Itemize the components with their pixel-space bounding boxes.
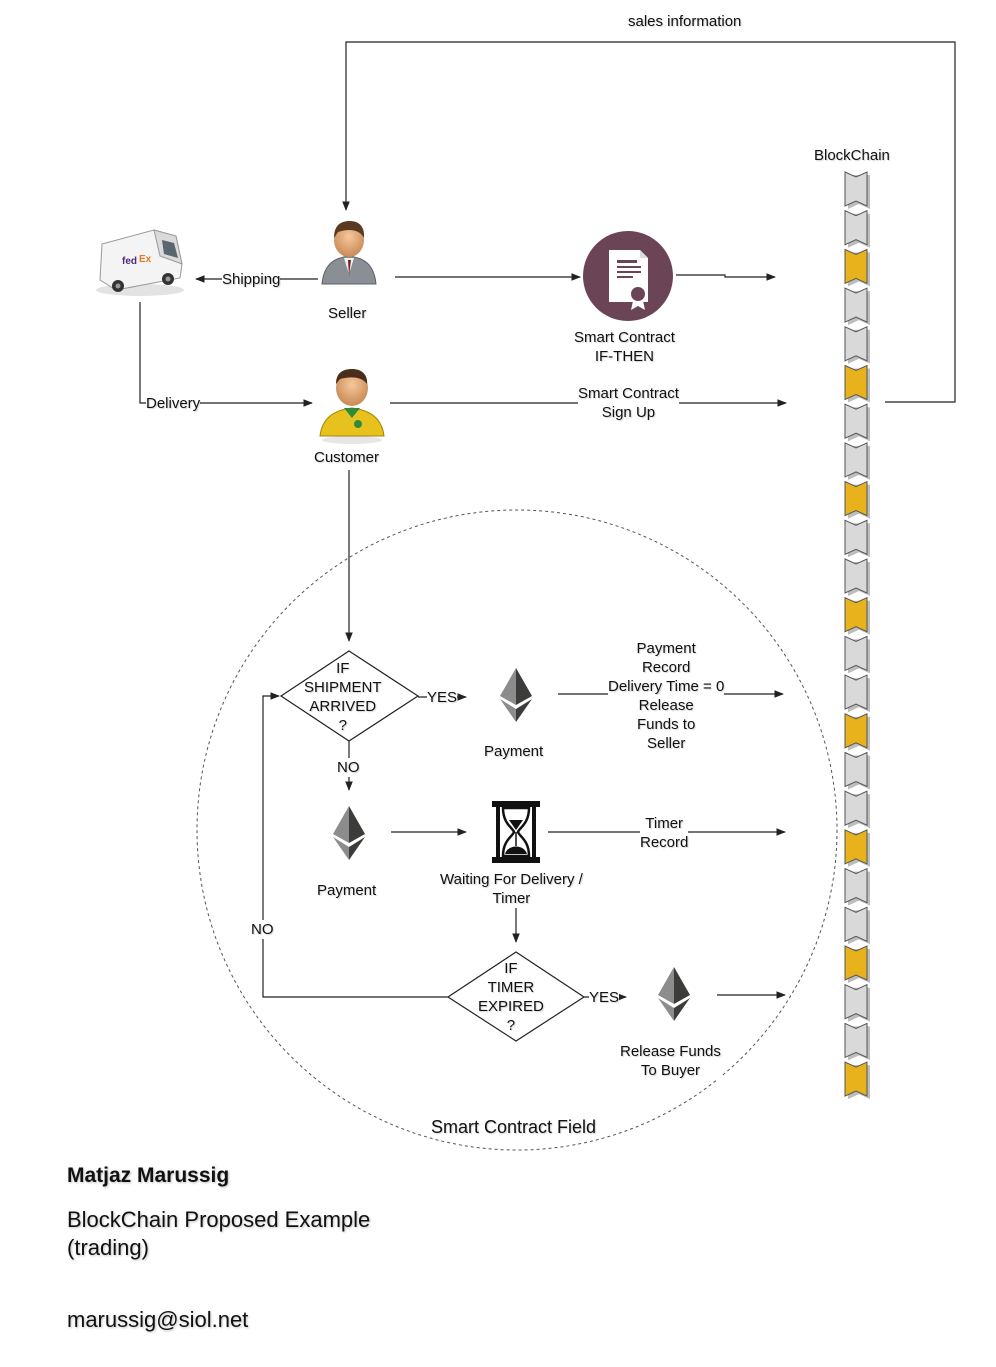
label-line: Payment bbox=[636, 640, 696, 657]
timer-expired-diamond bbox=[446, 951, 586, 1042]
blockchain-block bbox=[844, 1022, 870, 1061]
svg-text:fed: fed bbox=[122, 256, 137, 267]
blockchain-block bbox=[844, 829, 870, 867]
blockchain-block bbox=[844, 248, 870, 287]
payment-record-label: Payment Record Delivery Time = 0 Release… bbox=[608, 639, 725, 753]
label-line: Smart Contract bbox=[574, 329, 675, 346]
label-line: Record bbox=[640, 834, 689, 851]
blockchain-block bbox=[844, 364, 870, 403]
label-line: IF bbox=[336, 660, 350, 677]
blockchain-block bbox=[844, 790, 870, 829]
blockchain-block bbox=[844, 171, 870, 209]
customer-person-icon bbox=[319, 369, 385, 444]
customer-label: Customer bbox=[314, 448, 380, 467]
no-label-2: NO bbox=[251, 920, 274, 939]
contract-certificate-icon bbox=[583, 231, 673, 321]
blockchain-block bbox=[844, 287, 870, 326]
no-label-1: NO bbox=[337, 758, 360, 777]
ethereum-icon bbox=[333, 806, 365, 860]
blockchain-block bbox=[844, 519, 870, 558]
blockchain-block bbox=[844, 442, 870, 480]
blockchain-block bbox=[844, 674, 870, 713]
author-name: Matjaz Marussig bbox=[67, 1164, 230, 1187]
label-line: IF bbox=[504, 960, 518, 977]
blockchain-block bbox=[844, 867, 870, 906]
diagram-subtitle: (trading) bbox=[67, 1235, 149, 1260]
ethereum-icon bbox=[500, 668, 532, 722]
smart-contract-ifthen-label: Smart Contract IF-THEN bbox=[574, 328, 675, 366]
delivery-arrow bbox=[139, 302, 313, 407]
blockchain-column bbox=[844, 171, 870, 1100]
label-line: SHIPMENT bbox=[304, 679, 382, 696]
blockchain-block bbox=[844, 326, 870, 364]
blockchain-block bbox=[844, 751, 870, 790]
email-address: marussig@siol.net bbox=[67, 1307, 249, 1332]
yes-label-2: YES bbox=[589, 988, 620, 1007]
label-line: EXPIRED bbox=[478, 998, 544, 1015]
label-line: Release bbox=[638, 697, 694, 714]
blockchain-block bbox=[844, 403, 870, 442]
waiting-label: Waiting For Delivery / Timer bbox=[440, 870, 583, 908]
label-line: To Buyer bbox=[640, 1062, 701, 1079]
smart-contract-signup-label: Smart Contract Sign Up bbox=[578, 384, 679, 422]
label-line: Delivery Time = 0 bbox=[608, 678, 725, 695]
contract-blockchain-arrow bbox=[676, 273, 776, 281]
payment-label-2: Payment bbox=[317, 881, 377, 900]
label-line: ARRIVED bbox=[309, 698, 377, 715]
release-funds-label: Release Funds To Buyer bbox=[620, 1042, 721, 1080]
label-line: Seller bbox=[646, 735, 686, 752]
blockchain-block bbox=[844, 209, 870, 248]
payment-label-1: Payment bbox=[484, 742, 544, 761]
label-line: Sign Up bbox=[601, 404, 656, 421]
label-line: ? bbox=[506, 1017, 516, 1034]
smart-contract-field-boundary bbox=[196, 509, 838, 1151]
shipment-arrived-label: IF SHIPMENT ARRIVED ? bbox=[304, 659, 382, 735]
blockchain-title: BlockChain bbox=[814, 146, 890, 165]
seller-label: Seller bbox=[328, 304, 367, 323]
label-line: TIMER bbox=[487, 979, 535, 996]
svg-text:Ex: Ex bbox=[139, 254, 152, 265]
blockchain-block bbox=[844, 906, 870, 945]
label-line: IF-THEN bbox=[594, 348, 655, 365]
blockchain-block bbox=[844, 596, 870, 635]
label-line: Funds to bbox=[636, 716, 696, 733]
sales-information-label: sales information bbox=[628, 13, 742, 30]
smart-contract-field-label: Smart Contract Field bbox=[431, 1117, 597, 1137]
label-line: Timer bbox=[645, 815, 684, 832]
label-line: Smart Contract bbox=[578, 385, 679, 402]
blockchain-block bbox=[844, 713, 870, 751]
blockchain-block bbox=[844, 635, 870, 674]
hourglass-icon bbox=[492, 801, 540, 863]
diagram-title: BlockChain Proposed Example bbox=[67, 1207, 371, 1232]
ethereum-icon bbox=[658, 967, 690, 1021]
yes-label-1: YES bbox=[427, 688, 458, 707]
blockchain-block bbox=[844, 558, 870, 596]
shipping-label: Shipping bbox=[222, 270, 281, 289]
label-line: Release Funds bbox=[620, 1043, 721, 1060]
timer-expired-label: IF TIMER EXPIRED ? bbox=[478, 959, 544, 1035]
delivery-truck-icon: fed Ex bbox=[96, 229, 184, 296]
label-line: ? bbox=[338, 717, 347, 734]
seller-person-icon bbox=[321, 221, 377, 285]
delivery-label: Delivery bbox=[146, 394, 201, 413]
sales-information-line bbox=[342, 41, 956, 403]
label-line: Waiting For Delivery / bbox=[440, 871, 583, 888]
blockchain-block bbox=[844, 983, 870, 1022]
blockchain-block bbox=[844, 945, 870, 983]
blockchain-block bbox=[844, 480, 870, 519]
blockchain-block bbox=[844, 1061, 870, 1100]
label-line: Timer bbox=[492, 890, 531, 907]
timer-record-label: Timer Record bbox=[640, 814, 689, 852]
label-line: Record bbox=[641, 659, 691, 676]
no-loop-line bbox=[262, 692, 448, 998]
